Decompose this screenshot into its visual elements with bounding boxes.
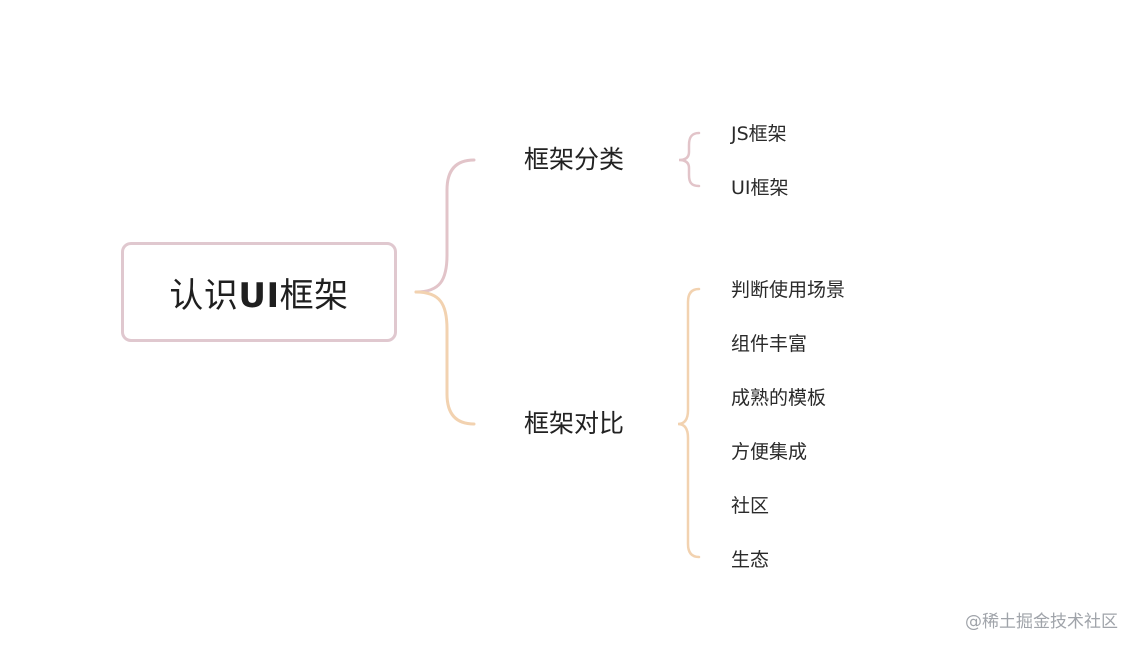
leaf-node-ecosystem[interactable]: 生态	[731, 549, 770, 571]
leaf-node-ui-framework[interactable]: UI框架	[731, 177, 789, 199]
connector-root-branch-1	[414, 158, 476, 294]
leaf-node-community[interactable]: 社区	[731, 495, 770, 517]
brace-branch-1	[678, 131, 701, 188]
leaf-node-js-framework[interactable]: JS框架	[731, 123, 787, 145]
connector-root-branch-2	[414, 290, 476, 426]
leaf-node-mature-templates[interactable]: 成熟的模板	[731, 387, 827, 409]
watermark: @稀土掘金技术社区	[965, 612, 1118, 632]
branch-node-framework-classification[interactable]: 框架分类	[524, 145, 625, 174]
leaf-node-rich-components[interactable]: 组件丰富	[731, 333, 808, 355]
branch-node-framework-comparison[interactable]: 框架对比	[524, 409, 625, 438]
root-label: 认识UI框架	[169, 275, 349, 316]
leaf-node-usage-scenarios[interactable]: 判断使用场景	[731, 279, 846, 301]
brace-branch-2	[677, 287, 701, 559]
leaf-node-easy-integration[interactable]: 方便集成	[731, 441, 808, 463]
root-node[interactable]: 认识UI框架	[121, 242, 397, 342]
